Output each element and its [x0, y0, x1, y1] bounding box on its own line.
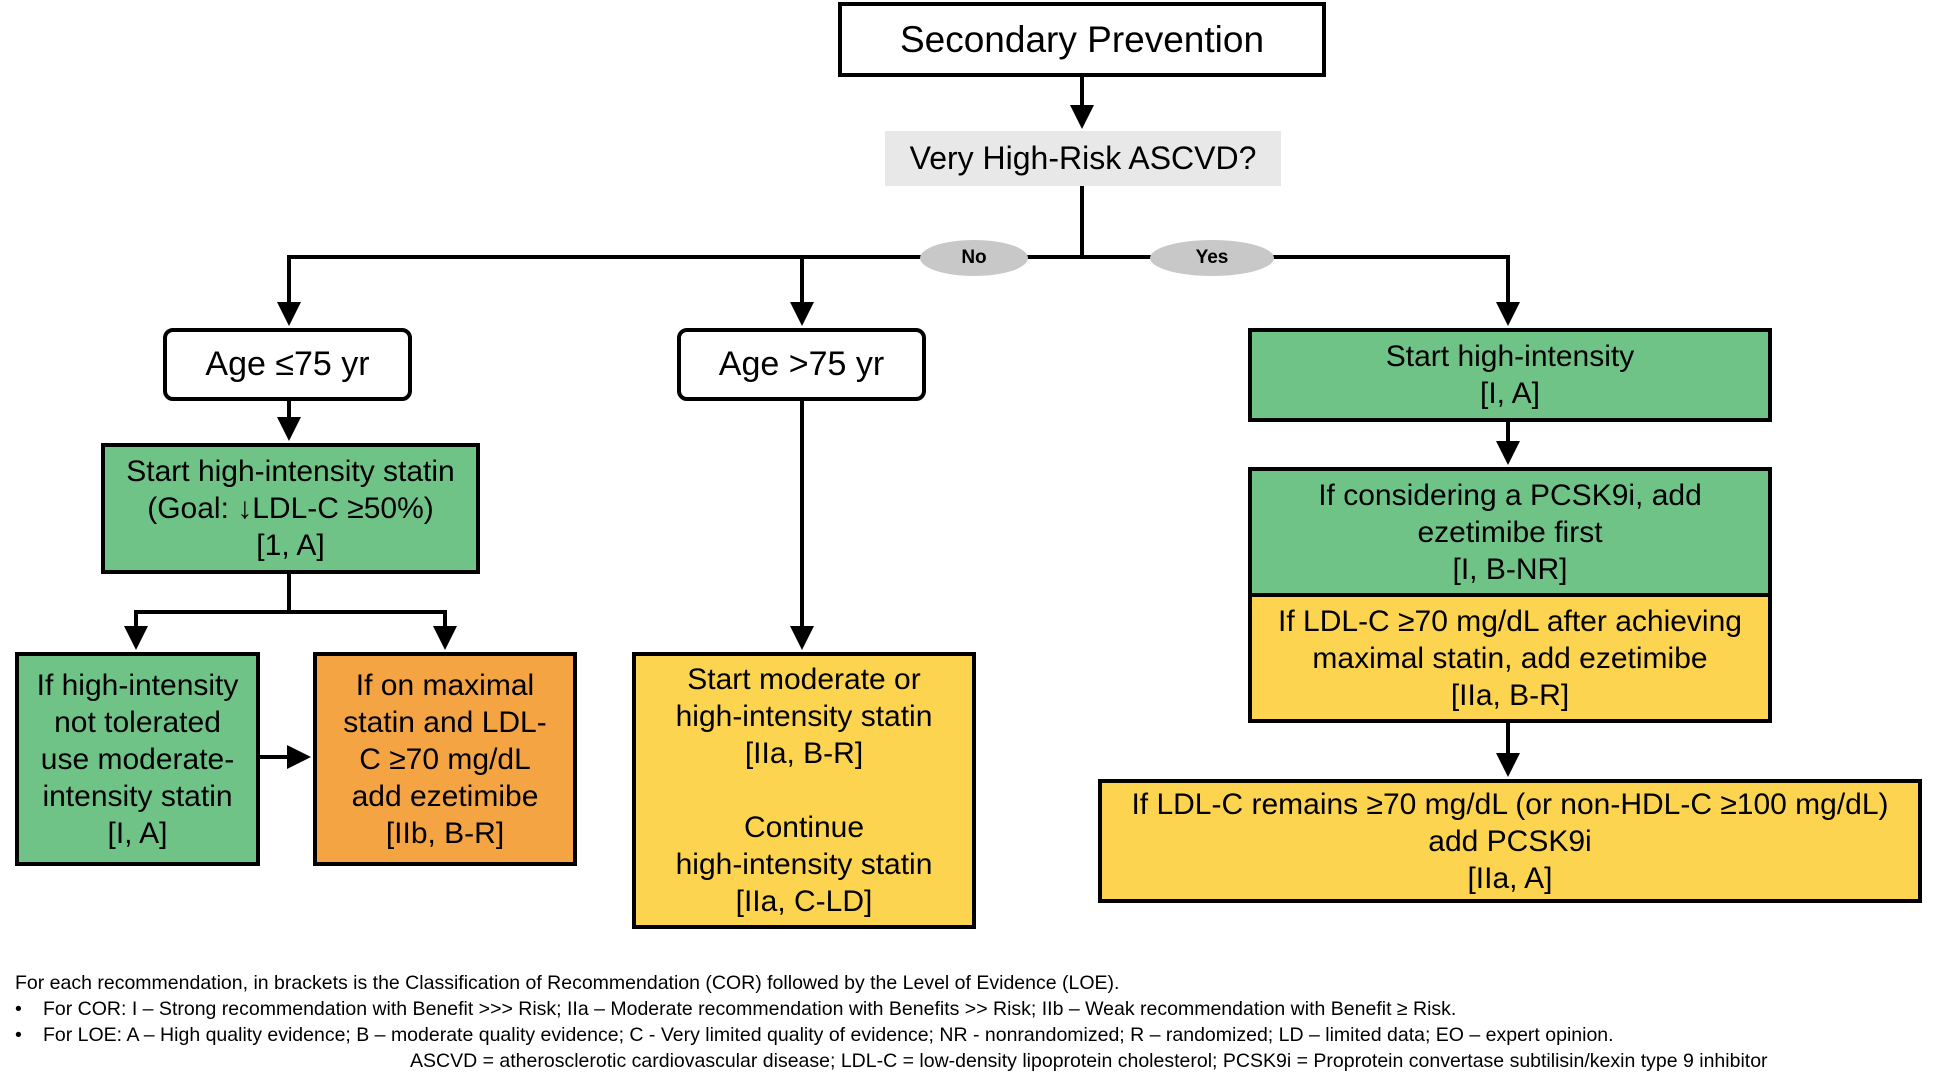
box-line: [IIa, A]: [1467, 861, 1553, 895]
branch-label-no: No: [920, 240, 1028, 276]
footnote-loe: For LOE: A – High quality evidence; B – …: [43, 1024, 1614, 1046]
footnote-cor-row: • For COR: I – Strong recommendation with…: [15, 996, 1945, 1022]
box-line: maximal statin, add ezetimibe: [1312, 641, 1708, 675]
box-line: If considering a PCSK9i, add: [1318, 478, 1702, 512]
box-line: [I, A]: [1479, 377, 1541, 410]
box-line: [IIa, B-R]: [1450, 678, 1570, 712]
box-line: [IIa, B-R]: [744, 737, 864, 770]
box-line: not tolerated: [54, 705, 221, 739]
statin-high-box: Start high-intensity statin (Goal: ↓LDL-…: [101, 443, 480, 574]
box-line: use moderate-: [40, 742, 235, 776]
age-le75-box: Age ≤75 yr: [163, 328, 412, 401]
high-intensity-box: Start high-intensity [I, A]: [1248, 328, 1772, 422]
box-line: add ezetimibe: [351, 779, 539, 813]
box-line: [I, B-NR]: [1452, 552, 1568, 586]
box-line: high-intensity statin: [675, 848, 933, 881]
question-text: Very High-Risk ASCVD?: [909, 140, 1257, 176]
box-line: If LDL-C ≥70 mg/dL after achieving: [1278, 604, 1742, 638]
age-gt75-text: Age >75 yr: [718, 345, 885, 383]
footnote-loe-row: • For LOE: A – High quality evidence; B –…: [15, 1022, 1945, 1048]
bullet-marker: •: [15, 998, 22, 1020]
footnote-intro: For each recommendation, in brackets is …: [15, 972, 1120, 994]
box-line: C ≥70 mg/dL: [359, 742, 531, 776]
box-line: [IIa, C-LD]: [735, 885, 873, 918]
box-line: statin and LDL-: [343, 705, 547, 739]
branch-label-yes: Yes: [1150, 240, 1274, 276]
bullet-marker: •: [15, 1024, 22, 1046]
footnote: For each recommendation, in brackets is …: [15, 970, 1945, 1072]
footnote-cor: For COR: I – Strong recommendation with …: [43, 998, 1457, 1020]
box-line: Start moderate or: [687, 663, 921, 696]
box-line: Continue: [743, 811, 865, 844]
age-le75-text: Age ≤75 yr: [205, 345, 370, 383]
box-line: (Goal: ↓LDL-C ≥50%): [147, 492, 434, 525]
box-line: high-intensity statin: [675, 700, 933, 733]
box-line: Start high-intensity statin: [126, 455, 455, 488]
question-box: Very High-Risk ASCVD?: [885, 131, 1281, 186]
footnote-abbreviations: ASCVD = atherosclerotic cardiovascular d…: [410, 1050, 1768, 1072]
pcsk9-consider-box: If considering a PCSK9i, add ezetimibe f…: [1248, 467, 1772, 595]
box-line: add PCSK9i: [1428, 824, 1592, 858]
box-line: ezetimibe first: [1417, 515, 1603, 549]
max-statin-box: If on maximal statin and LDL- C ≥70 mg/d…: [313, 652, 577, 866]
title-box: Secondary Prevention: [838, 2, 1326, 77]
branch-label-yes-text: Yes: [1195, 247, 1229, 268]
box-line: [1, A]: [256, 529, 325, 562]
box-line: [I, A]: [107, 816, 168, 850]
box-line: [IIb, B-R]: [385, 816, 505, 850]
ldl-remains-pcsk9-box: If LDL-C remains ≥70 mg/dL (or non-HDL-C…: [1098, 779, 1922, 903]
branch-label-no-text: No: [961, 247, 987, 268]
box-line: If high-intensity: [36, 668, 239, 702]
ldl70-ezetimibe-box: If LDL-C ≥70 mg/dL after achieving maxim…: [1248, 595, 1772, 723]
moderate-statin-box: Start moderate or high-intensity statin …: [632, 652, 976, 929]
title-text: Secondary Prevention: [899, 19, 1265, 60]
box-line: If on maximal: [355, 668, 535, 702]
box-line: If LDL-C remains ≥70 mg/dL (or non-HDL-C…: [1131, 787, 1889, 821]
age-gt75-box: Age >75 yr: [677, 328, 926, 401]
box-line: Start high-intensity: [1385, 340, 1635, 373]
box-line: intensity statin: [42, 779, 233, 813]
not-tolerated-box: If high-intensity not tolerated use mode…: [15, 652, 260, 866]
